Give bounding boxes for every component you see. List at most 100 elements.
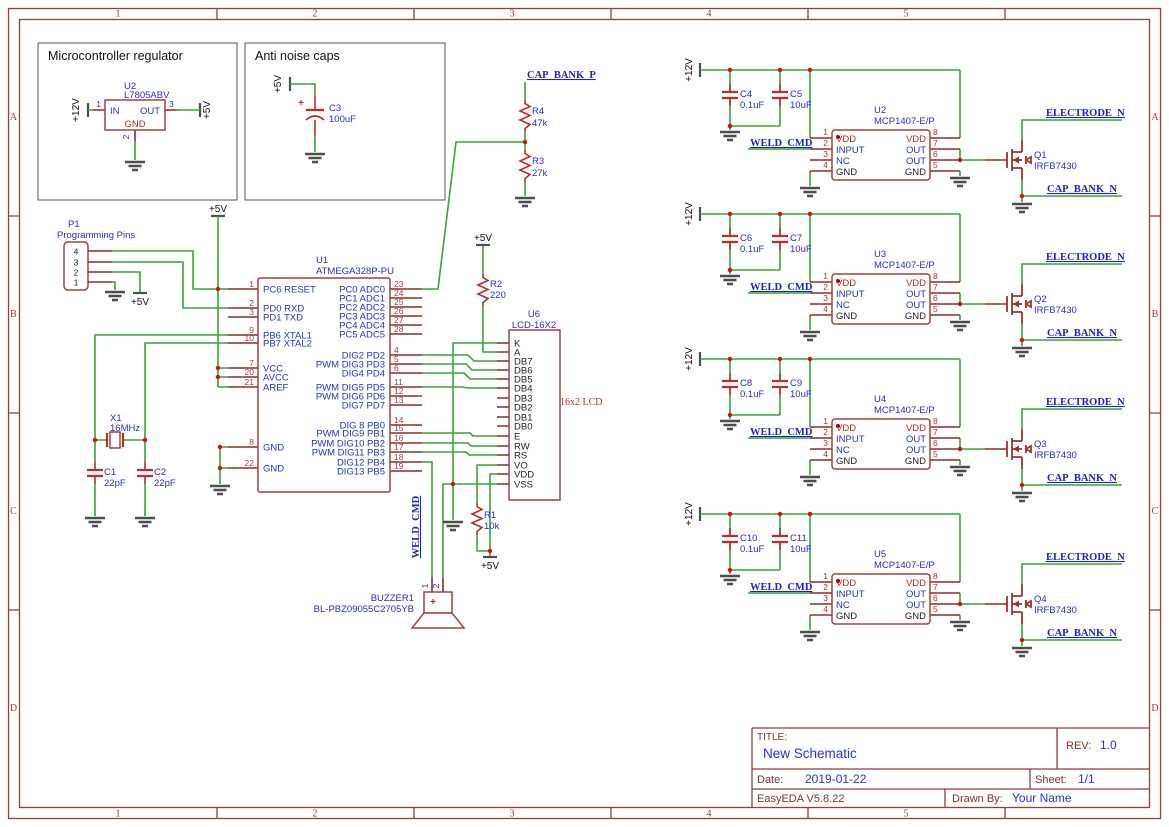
component-mosfet[interactable]: Q2 IRFB7430 — [1006, 283, 1077, 325]
date-value[interactable]: 2019-01-22 — [805, 772, 867, 786]
lcd-body[interactable] — [508, 329, 561, 501]
part-value[interactable]: 0.1uF — [740, 544, 764, 555]
capacitor-symbol[interactable] — [720, 226, 740, 252]
wire[interactable] — [88, 109, 200, 160]
capacitor-symbol[interactable] — [770, 526, 790, 552]
part-value[interactable]: 0.1uF — [740, 389, 764, 400]
component-c2[interactable]: C2 22pF — [133, 460, 176, 528]
capacitor-symbol[interactable] — [770, 371, 790, 397]
net-label-cap-bank-p[interactable]: CAP_BANK_P — [527, 70, 596, 81]
part-value[interactable]: MCP1407-E/P — [874, 116, 935, 127]
part-value[interactable]: 10uF — [790, 100, 812, 111]
ref-designator[interactable]: Q1 — [1034, 150, 1047, 161]
part-value[interactable]: L7805ABV — [124, 90, 170, 101]
net-label-cap-bank-n[interactable]: CAP_BANK_N — [1047, 628, 1117, 639]
ref-designator[interactable]: C6 — [740, 233, 752, 244]
part-value[interactable]: MCP1407-E/P — [874, 405, 935, 416]
driver-ic-body[interactable] — [831, 129, 931, 181]
part-value[interactable]: 10uF — [790, 544, 812, 555]
component-mosfet[interactable]: Q1 IRFB7430 — [1006, 139, 1077, 181]
component-mcp1407[interactable]: U5 MCP1407-E/P 1 2 3 4 VDD INPUT NC GND … — [823, 549, 938, 625]
net-label-weld-cmd[interactable]: WELD_CMD — [750, 138, 813, 149]
capacitor-symbol[interactable] — [85, 460, 105, 486]
net-label-weld-cmd[interactable]: WELD_CMD — [750, 282, 813, 293]
ref-designator[interactable]: C1 — [104, 467, 116, 478]
net-label-weld-cmd[interactable]: WELD_CMD — [411, 495, 422, 558]
drawnby-value[interactable]: Your Name — [1012, 791, 1072, 805]
component-r2[interactable]: +5V R2 220 — [474, 233, 506, 307]
nmos-symbol[interactable] — [1006, 428, 1032, 470]
wire[interactable] — [290, 83, 316, 152]
part-value[interactable]: 22pF — [154, 478, 176, 489]
ref-designator[interactable]: Q2 — [1034, 294, 1047, 305]
net-label-electrode-n[interactable]: ELECTRODE_N — [1046, 108, 1125, 119]
crystal-body[interactable] — [109, 431, 121, 449]
ref-designator[interactable]: R2 — [490, 279, 502, 290]
ref-designator[interactable]: U4 — [874, 394, 886, 405]
net-label-cap-bank-n[interactable]: CAP_BANK_N — [1047, 328, 1117, 339]
ref-designator[interactable]: P1 — [68, 219, 80, 230]
ref-designator[interactable]: Q3 — [1034, 439, 1047, 450]
part-value[interactable]: IRFB7430 — [1034, 305, 1077, 316]
component-p1-header[interactable]: P1 Programming Pins 4 3 2 1 +5V — [57, 219, 149, 308]
ref-designator[interactable]: R1 — [484, 510, 496, 521]
sheet-value[interactable]: 1/1 — [1078, 772, 1095, 786]
ref-designator[interactable]: Q4 — [1034, 594, 1047, 605]
part-value[interactable]: 100uF — [329, 114, 356, 125]
ref-designator[interactable]: U5 — [874, 549, 886, 560]
part-value[interactable]: 10k — [484, 521, 500, 532]
wire[interactable] — [422, 82, 526, 290]
part-value[interactable]: Programming Pins — [57, 230, 135, 241]
sheet-title[interactable]: New Schematic — [763, 746, 857, 761]
component-mcp1407[interactable]: U4 MCP1407-E/P 1 2 3 4 VDD INPUT NC GND … — [823, 394, 938, 470]
driver-ic-body[interactable] — [831, 273, 931, 325]
component-buzzer1[interactable]: 1 2 + BUZZER1 BL-PBZ09055C2705YB — [314, 578, 466, 629]
part-value[interactable]: 16MHz — [110, 423, 140, 434]
part-value[interactable]: 27k — [532, 168, 548, 179]
nmos-symbol[interactable] — [1006, 283, 1032, 325]
driver-ic-body[interactable] — [831, 418, 931, 470]
nmos-symbol[interactable] — [1006, 583, 1032, 625]
part-value[interactable]: 220 — [490, 290, 506, 301]
mcu-body[interactable] — [257, 277, 391, 493]
net-label-electrode-n[interactable]: ELECTRODE_N — [1046, 397, 1125, 408]
ref-designator[interactable]: C11 — [790, 533, 807, 544]
part-value[interactable]: IRFB7430 — [1034, 605, 1077, 616]
net-label-cap-bank-n[interactable]: CAP_BANK_N — [1047, 184, 1117, 195]
component-u2-regulator[interactable]: +12V +5V U2 L7805ABV 1 3 2 IN OUT GND — [71, 81, 213, 172]
part-value[interactable]: 10uF — [790, 244, 812, 255]
driver-ic-body[interactable] — [831, 573, 931, 625]
capacitor-symbol[interactable] — [770, 226, 790, 252]
wire[interactable] — [94, 216, 228, 516]
ref-designator[interactable]: C5 — [790, 89, 802, 100]
component-mosfet[interactable]: Q3 IRFB7430 — [1006, 428, 1077, 470]
part-value[interactable]: ATMEGA328P-PU — [316, 266, 394, 277]
ref-designator[interactable]: C2 — [154, 467, 166, 478]
capacitor-symbol[interactable] — [720, 526, 740, 552]
regulator-body[interactable] — [104, 99, 166, 131]
component-mosfet[interactable]: Q4 IRFB7430 — [1006, 583, 1077, 625]
component-u6-lcd[interactable]: U6 LCD-16X2 16x2 LCD K A DB7 DB6 DB5 DB4… — [497, 309, 603, 501]
ref-designator[interactable]: U1 — [316, 255, 328, 266]
component-x1-crystal[interactable]: X1 16MHz — [105, 413, 140, 449]
ref-designator[interactable]: C8 — [740, 378, 752, 389]
component-u1-atmega328p[interactable]: U1 ATMEGA328P-PU 1 PC6 RESET 2 PD0 RXD 3… — [228, 255, 422, 493]
net-label-electrode-n[interactable]: ELECTRODE_N — [1046, 252, 1125, 263]
part-value[interactable]: IRFB7430 — [1034, 450, 1077, 461]
ref-designator[interactable]: C4 — [740, 89, 752, 100]
part-value[interactable]: BL-PBZ09055C2705YB — [314, 604, 414, 615]
part-value[interactable]: LCD-16X2 — [512, 320, 556, 331]
net-label-weld-cmd[interactable]: WELD_CMD — [750, 427, 813, 438]
wire[interactable] — [422, 245, 497, 578]
resistor-symbol[interactable] — [471, 502, 483, 536]
component-r1[interactable]: R1 10k +5V — [471, 502, 500, 572]
buzzer-horn[interactable] — [410, 612, 466, 629]
nmos-symbol[interactable] — [1006, 139, 1032, 181]
component-mcp1407[interactable]: U2 MCP1407-E/P 1 2 3 4 VDD INPUT NC GND … — [823, 105, 938, 181]
component-mcp1407[interactable]: U3 MCP1407-E/P 1 2 3 4 VDD INPUT NC GND … — [823, 249, 938, 325]
part-value[interactable]: 0.1uF — [740, 100, 764, 111]
ref-designator[interactable]: C9 — [790, 378, 802, 389]
part-value[interactable]: MCP1407-E/P — [874, 260, 935, 271]
header-body[interactable] — [63, 241, 89, 291]
